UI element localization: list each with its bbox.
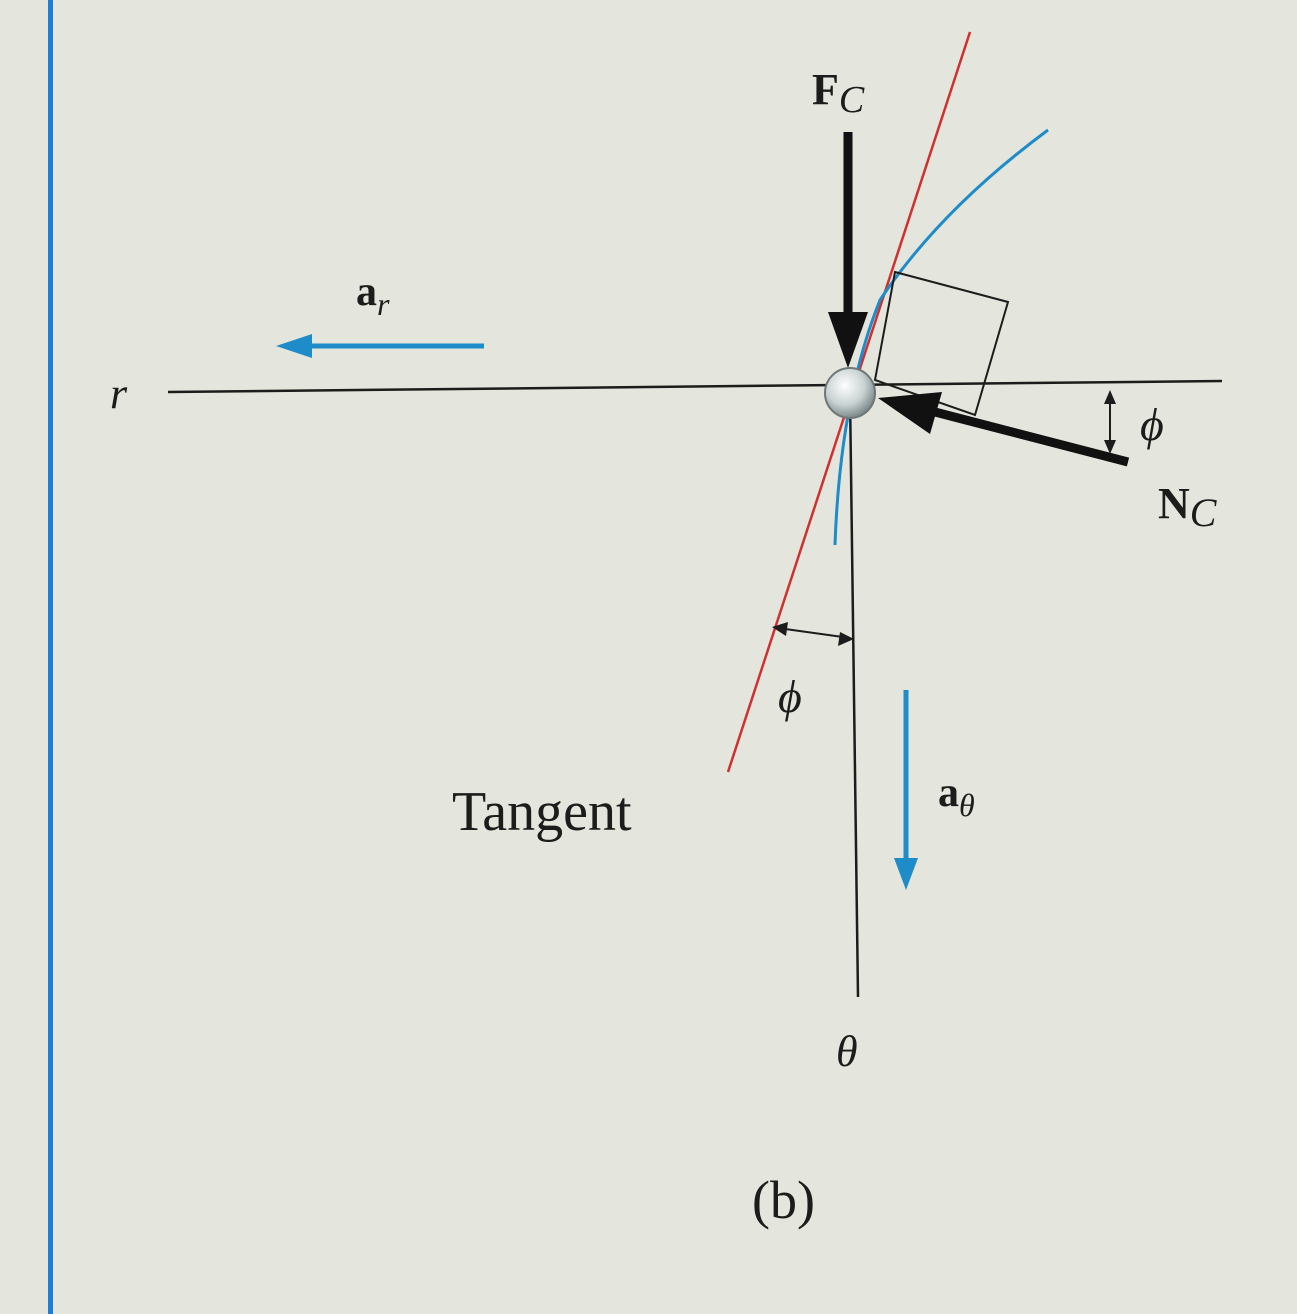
phi-right-dim-head-top [1104,390,1116,404]
particle [824,367,876,419]
accel-ar-head [276,334,312,358]
phi-bottom-dim-head-right [838,632,854,646]
force-nc-head [878,392,942,434]
theta-axis-line [848,394,860,998]
label-force-fc: FC [812,65,865,121]
label-accel-ar: ar [356,269,390,322]
force-fc-head [828,312,868,368]
phi-right-dim-head-bottom [1104,440,1116,454]
label-accel-atheta: aθ [938,770,975,823]
label-phi-right: ϕ [1140,399,1164,450]
accel-atheta-head [894,858,918,890]
label-normal-nc: NC [1158,479,1218,535]
label-axis-theta: θ [836,1027,858,1076]
r-axis-line [167,379,1223,394]
page-margin-bar [48,0,53,1314]
label-axis-r: r [110,369,128,418]
figure-caption: (b) [752,1170,815,1230]
phi-bottom-dim-head-left [772,622,788,636]
label-tangent: Tangent [452,781,632,843]
path-curve [833,128,1049,546]
right-angle-box [873,270,1010,417]
force-nc-shaft [933,407,1130,467]
label-phi-bottom: ϕ [778,671,802,722]
phi-bottom-dim-line [777,627,851,639]
